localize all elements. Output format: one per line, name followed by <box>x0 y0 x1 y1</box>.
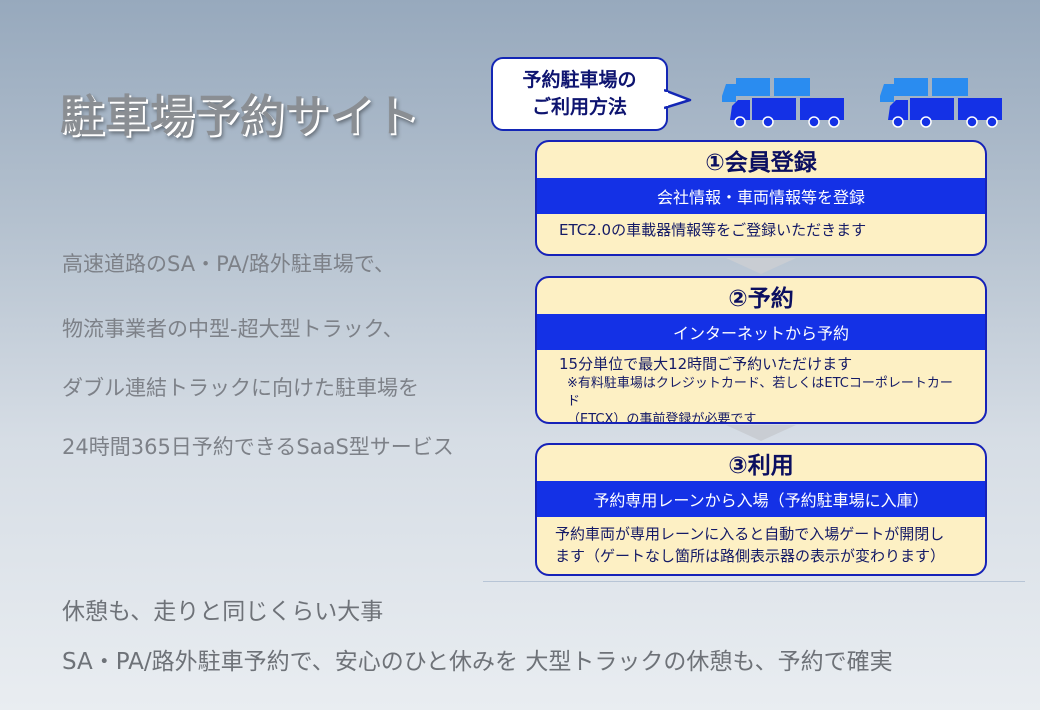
usage-callout: 予約駐車場の ご利用方法 <box>491 57 668 131</box>
chevron-down-icon <box>726 258 796 274</box>
page-title: 駐車場予約サイト <box>60 91 420 142</box>
step-note-2: （ETCX）の事前登録が必要です <box>567 412 757 424</box>
footer-line-2: SA・PA/路外駐車予約で、安心のひと休みを 大型トラックの休憩も、予約で確実 <box>62 649 893 675</box>
step-bar: インターネットから予約 <box>537 314 985 350</box>
chevron-down-icon <box>726 425 796 441</box>
step-body-line-1: 予約車両が専用レーンに入ると自動で入場ゲートが開閉し <box>555 525 945 543</box>
description-line-2: 物流事業者の中型-超大型トラック、 <box>62 317 404 341</box>
step-body: 15分単位で最大12時間ご予約いただけます <box>559 355 853 373</box>
step-title: ③利用 <box>728 453 794 479</box>
step-bar: 会社情報・車両情報等を登録 <box>537 178 985 214</box>
description-line-3: ダブル連結トラックに向けた駐車場を <box>62 376 419 400</box>
callout-line-2: ご利用方法 <box>531 96 627 118</box>
callout-line-1: 予約駐車場の <box>522 69 637 91</box>
step-body-line-2: ます（ゲートなし箇所は路側表示器の表示が変わります） <box>555 547 946 565</box>
step-card-use: ③利用 予約専用レーンから入場（予約駐車場に入庫） 予約車両が専用レーンに入ると… <box>535 443 987 576</box>
description-line-4: 24時間365日予約できるSaaS型サービス <box>62 435 454 459</box>
divider <box>483 581 1025 582</box>
step-body: ETC2.0の車載器情報等をご登録いただきます <box>559 221 867 239</box>
double-truck-icon <box>718 77 851 128</box>
callout-tail <box>664 88 692 110</box>
step-card-register: ①会員登録 会社情報・車両情報等を登録 ETC2.0の車載器情報等をご登録いただ… <box>535 140 987 256</box>
description-line-1: 高速道路のSA・PA/路外駐車場で、 <box>62 252 396 276</box>
step-title: ②予約 <box>728 286 794 312</box>
step-bar: 予約専用レーンから入場（予約駐車場に入庫） <box>537 481 985 517</box>
step-title: ①会員登録 <box>705 150 817 176</box>
footer-line-1: 休憩も、走りと同じくらい大事 <box>62 599 384 625</box>
step-card-reserve: ②予約 インターネットから予約 15分単位で最大12時間ご予約いただけます ※有… <box>535 276 987 424</box>
double-truck-icon <box>880 78 1002 128</box>
step-note-1: ※有料駐車場はクレジットカード、若しくはETCコーポレートカード <box>567 376 953 409</box>
